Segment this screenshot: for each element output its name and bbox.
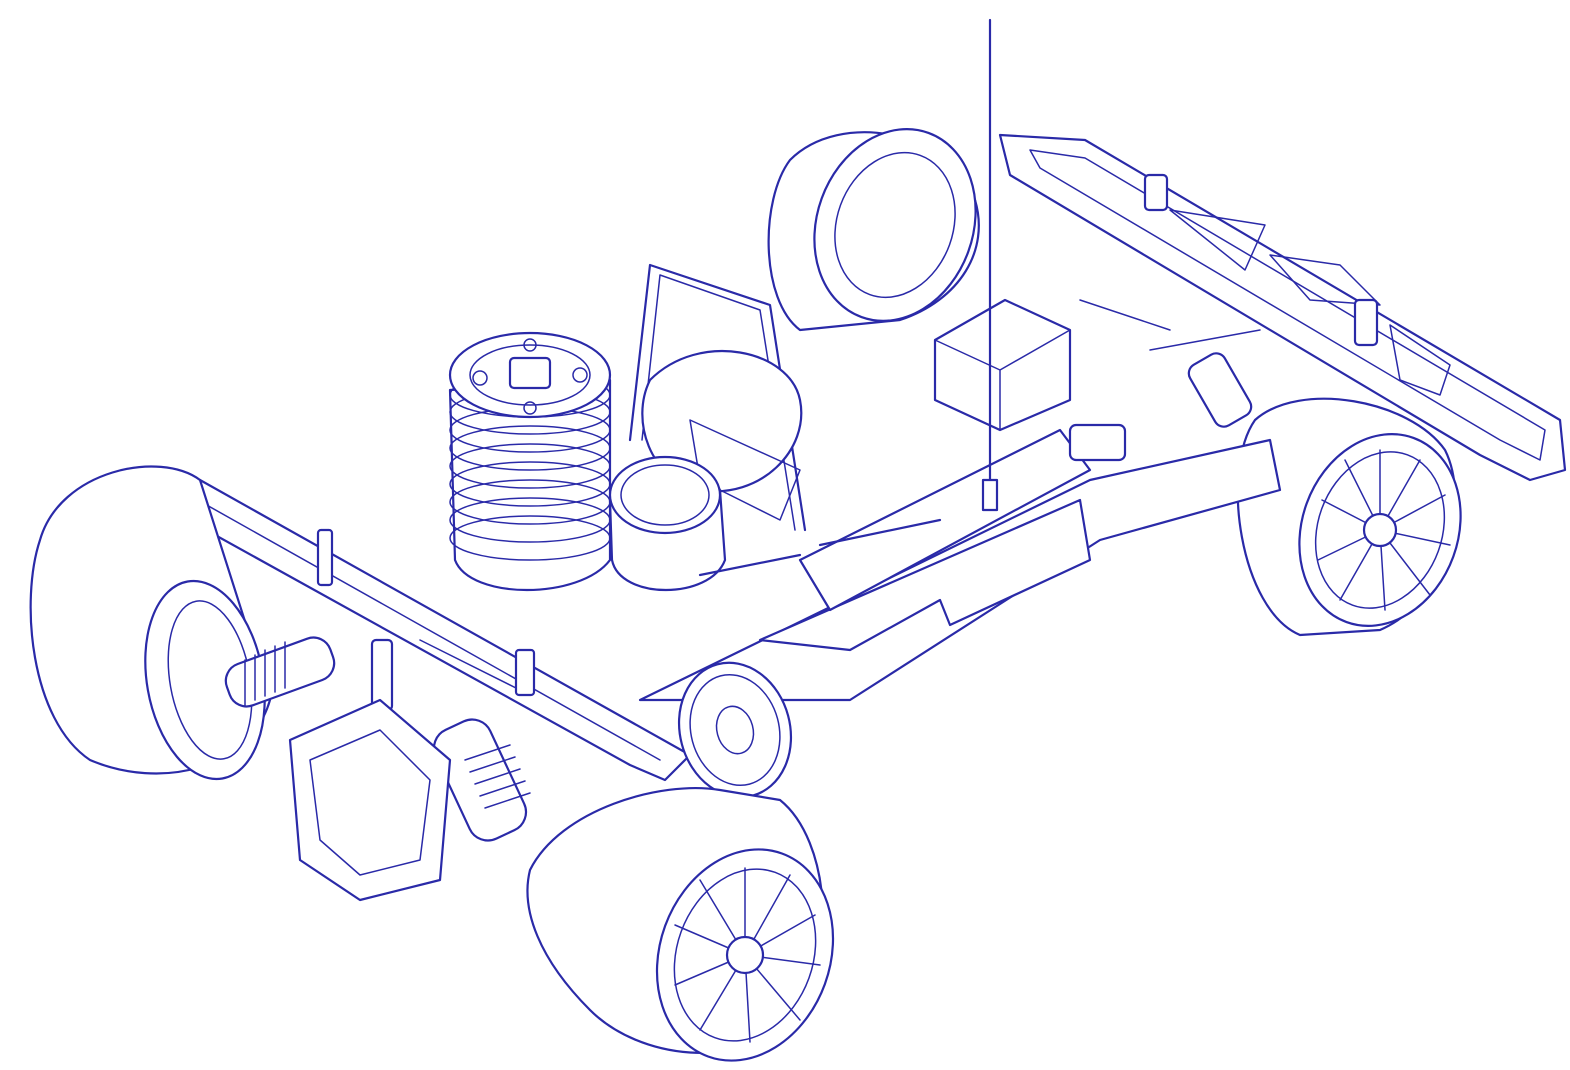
steering-links bbox=[698, 299, 1261, 577]
antenna bbox=[981, 18, 999, 512]
front-right-wheel bbox=[526, 787, 835, 1062]
front-left-wheel bbox=[29, 465, 272, 781]
front-gearbox bbox=[288, 698, 452, 902]
rear-wing bbox=[998, 133, 1567, 482]
air-filter bbox=[608, 455, 727, 592]
fuel-tank bbox=[641, 349, 803, 521]
front-shock-left bbox=[224, 636, 336, 708]
front-shock-right bbox=[432, 718, 531, 842]
rear-right-wheel bbox=[1236, 397, 1462, 637]
radio-box bbox=[933, 298, 1072, 432]
chassis-plate bbox=[638, 428, 1282, 702]
rear-left-wheel bbox=[767, 128, 980, 332]
engine bbox=[448, 331, 612, 591]
